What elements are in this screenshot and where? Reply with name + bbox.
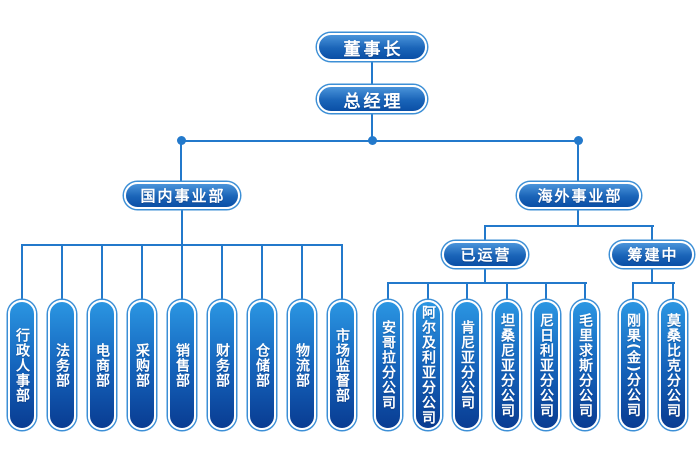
connector-line — [484, 268, 486, 284]
node-label: 市场监督部 — [334, 327, 350, 403]
node-label: 仓储部 — [254, 342, 270, 388]
org-node-operating-group: 已运营 — [442, 241, 528, 268]
node-label: 阿尔及利亚分公司 — [420, 305, 436, 425]
org-node-overseas-division: 海外事业部 — [517, 182, 641, 209]
connector-line — [181, 245, 183, 303]
org-node-department: 行政人事部 — [8, 300, 36, 430]
connector-line — [427, 283, 429, 303]
connector-line — [545, 283, 547, 303]
connector-line — [584, 283, 586, 303]
connector-line — [672, 283, 674, 303]
org-node-department: 销售部 — [168, 300, 196, 430]
org-node-preparing-group: 筹建中 — [610, 241, 694, 268]
connector-line — [484, 225, 654, 227]
connector-line — [651, 268, 653, 284]
org-node-department: 财务部 — [208, 300, 236, 430]
connector-line — [651, 226, 653, 242]
connector-line — [261, 245, 263, 303]
org-node-chairman: 董事长 — [317, 33, 427, 61]
connector-line — [387, 283, 389, 303]
node-label: 安哥拉分公司 — [380, 320, 396, 410]
connector-line — [506, 283, 508, 303]
connector-line — [577, 141, 579, 183]
node-label: 毛里求斯分公司 — [577, 312, 593, 418]
node-label: 莫桑比克分公司 — [665, 312, 681, 418]
connector-line — [181, 209, 183, 246]
node-label: 肯尼亚分公司 — [459, 320, 475, 410]
org-node-branch: 坦桑尼亚分公司 — [493, 300, 521, 430]
node-label: 法务部 — [54, 342, 70, 388]
org-node-branch: 毛里求斯分公司 — [571, 300, 599, 430]
connector-junction-dot — [574, 136, 583, 145]
node-label: 坦桑尼亚分公司 — [499, 312, 515, 418]
org-node-department: 物流部 — [288, 300, 316, 430]
connector-line — [341, 245, 343, 303]
node-label: 刚果(金)分公司 — [625, 312, 641, 418]
node-label: 财务部 — [214, 342, 230, 388]
org-node-department: 法务部 — [48, 300, 76, 430]
connector-line — [21, 245, 23, 303]
connector-junction-dot — [368, 136, 377, 145]
connector-line — [577, 209, 579, 227]
node-label: 销售部 — [174, 342, 190, 388]
node-label: 电商部 — [94, 342, 110, 388]
org-node-branch: 尼日利亚分公司 — [532, 300, 560, 430]
connector-line — [180, 141, 182, 183]
connector-line — [484, 226, 486, 242]
node-label: 行政人事部 — [14, 327, 30, 403]
connector-line — [371, 113, 373, 141]
org-node-branch: 阿尔及利亚分公司 — [414, 300, 442, 430]
org-node-general-manager: 总经理 — [317, 85, 427, 113]
connector-line — [141, 245, 143, 303]
org-node-branch: 莫桑比克分公司 — [659, 300, 687, 430]
connector-line — [632, 282, 675, 284]
node-label: 尼日利亚分公司 — [538, 312, 554, 418]
org-node-branch: 刚果(金)分公司 — [619, 300, 647, 430]
connector-line — [632, 283, 634, 303]
connector-line — [387, 282, 587, 284]
org-node-domestic-division: 国内事业部 — [124, 182, 240, 209]
node-label: 物流部 — [294, 342, 310, 388]
connector-line — [301, 245, 303, 303]
org-node-branch: 肯尼亚分公司 — [453, 300, 481, 430]
connector-line — [466, 283, 468, 303]
connector-line — [371, 61, 373, 85]
connector-line — [61, 245, 63, 303]
org-node-department: 市场监督部 — [328, 300, 356, 430]
connector-line — [181, 140, 579, 142]
org-node-department: 采购部 — [128, 300, 156, 430]
connector-line — [221, 245, 223, 303]
node-label: 采购部 — [134, 342, 150, 388]
connector-junction-dot — [177, 136, 186, 145]
connector-line — [101, 245, 103, 303]
org-node-branch: 安哥拉分公司 — [374, 300, 402, 430]
org-node-department: 仓储部 — [248, 300, 276, 430]
org-node-department: 电商部 — [88, 300, 116, 430]
